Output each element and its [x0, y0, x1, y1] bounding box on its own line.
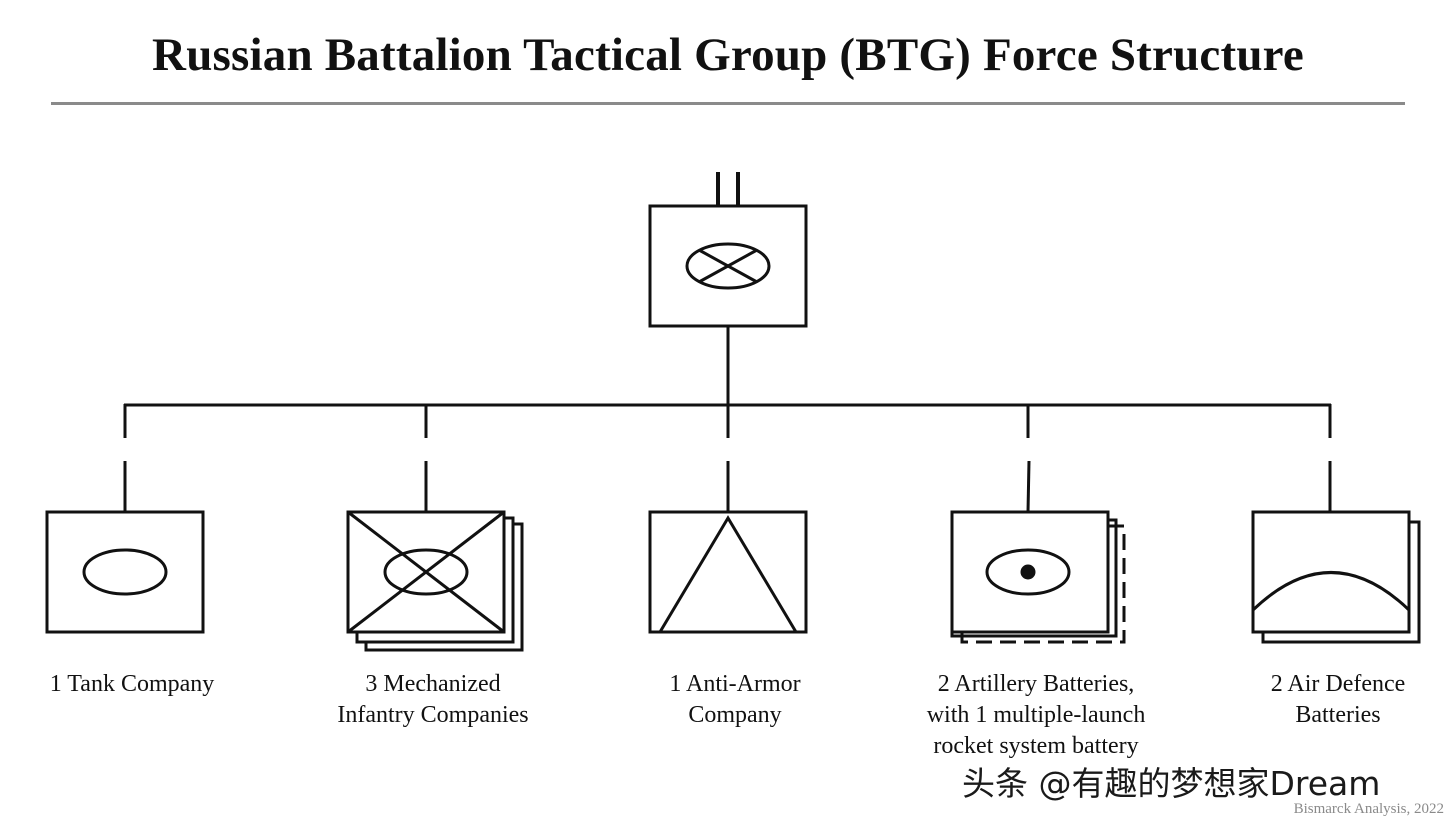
- unit-label-tank-company: 1 Tank Company: [0, 669, 282, 700]
- connector-lines: [123, 326, 1332, 513]
- unit-label-line: 2 Artillery Batteries,: [937, 671, 1135, 697]
- unit-label-mechanized-infantry: 3 Mechanized Infantry Companies: [283, 669, 583, 731]
- mechanized-infantry-icon: [346, 510, 524, 652]
- anti-armor-icon: [648, 510, 808, 634]
- headquarters-unit-icon: [648, 204, 808, 328]
- title-divider: [51, 102, 1405, 105]
- unit-label-artillery: 2 Artillery Batteries, with 1 multiple-l…: [886, 669, 1186, 762]
- air-defence-icon: [1251, 510, 1421, 644]
- watermark: 头条 @有趣的梦想家Dream: [962, 764, 1381, 803]
- source-credit: Bismarck Analysis, 2022: [1293, 801, 1444, 817]
- unit-label-line: 2 Air Defence: [1270, 671, 1406, 697]
- unit-label-line: rocket system battery: [933, 733, 1139, 759]
- unit-label-line: 3 Mechanized: [365, 671, 501, 697]
- unit-label-line: 1 Tank Company: [49, 671, 215, 697]
- unit-label-line: Batteries: [1295, 702, 1381, 728]
- unit-label-air-defence: 2 Air Defence Batteries: [1188, 669, 1456, 731]
- unit-label-line: Company: [688, 702, 782, 728]
- tank-company-icon: [45, 510, 205, 634]
- battalion-echelon-icon: [716, 172, 740, 206]
- unit-label-line: with 1 multiple-launch: [926, 702, 1146, 728]
- unit-label-line: 1 Anti-Armor: [669, 671, 801, 697]
- artillery-icon: [950, 510, 1126, 644]
- unit-label-line: Infantry Companies: [337, 702, 529, 728]
- page-title: Russian Battalion Tactical Group (BTG) F…: [152, 29, 1304, 81]
- unit-label-anti-armor: 1 Anti-Armor Company: [585, 669, 885, 731]
